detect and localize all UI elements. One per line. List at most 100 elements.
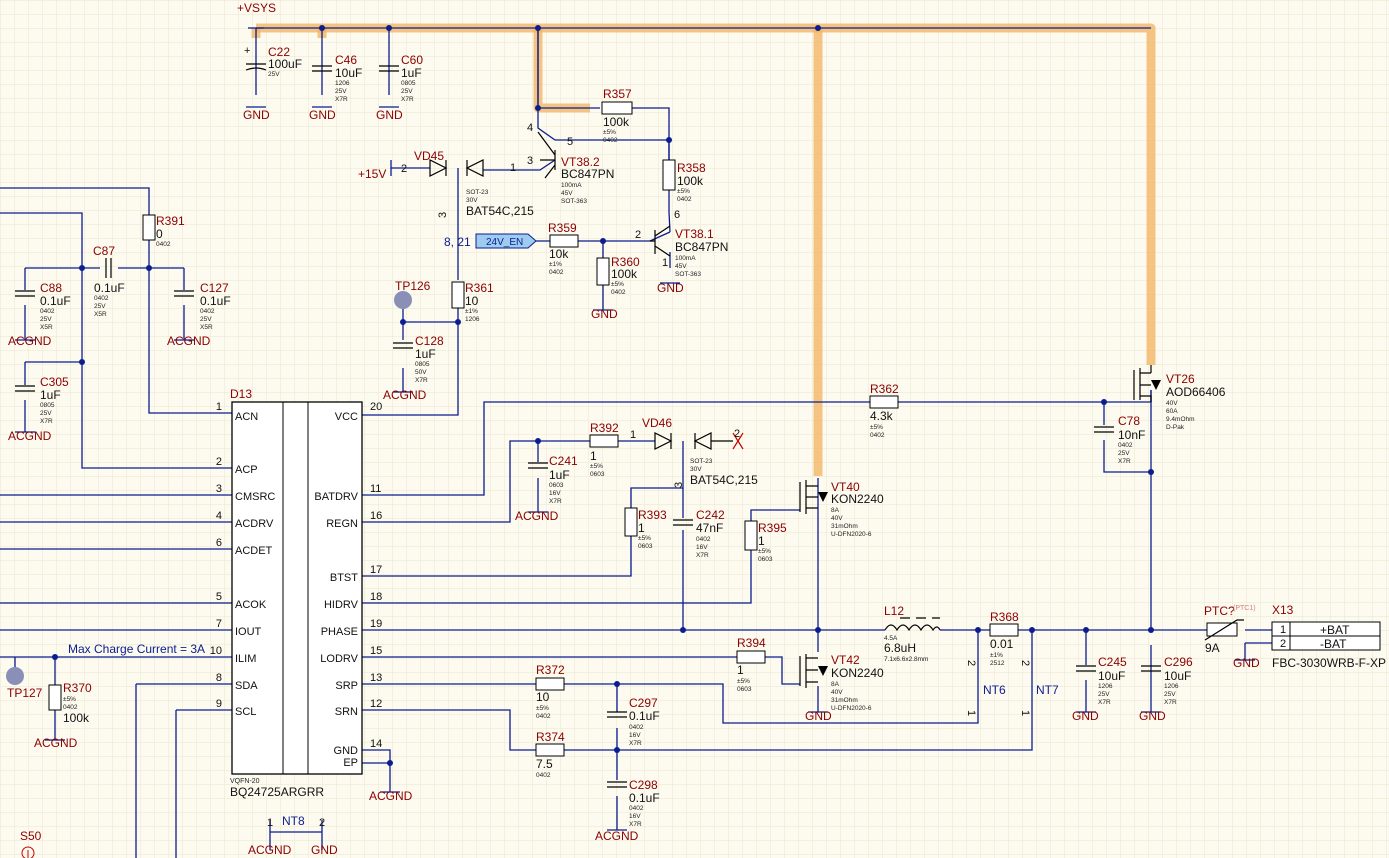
svg-text:0402: 0402 [603, 137, 618, 144]
svg-text:R391: R391 [156, 214, 185, 228]
svg-text:KON2240: KON2240 [831, 492, 884, 506]
switch-s50[interactable]: S50 [20, 829, 42, 858]
svg-text:C241: C241 [549, 454, 578, 468]
net-tie-nt7[interactable]: 2 1 NT7 [1019, 660, 1059, 716]
resistor-r358[interactable]: R358 100k ±5% 0402 6 [662, 159, 706, 221]
svg-text:PHASE: PHASE [321, 626, 358, 638]
svg-text:16V: 16V [549, 490, 561, 497]
mosfet-vt40[interactable]: VT40 KON2240 8A 40V 31mOhm U-DFN2020-6 [799, 480, 884, 538]
cap-c298[interactable]: C298 0.1uF 0402 16V X7R [607, 778, 660, 828]
svg-text:25V: 25V [40, 410, 52, 417]
svg-text:+: + [244, 45, 250, 57]
cap-c60[interactable]: C60 1uF 0805 25V X7R [379, 53, 423, 103]
cap-c305[interactable]: C305 1uF 0805 25V X7R [15, 375, 69, 425]
svg-text:0.01: 0.01 [990, 637, 1014, 651]
svg-text:X13: X13 [1272, 603, 1294, 617]
cap-c46[interactable]: C46 10uF 1206 25V X7R [312, 53, 362, 103]
mosfet-vt42[interactable]: VT42 KON2240 8A 40V 31mOhm U-DFN2020-6 [799, 653, 884, 712]
transistor-vt38-2[interactable]: 4 5 3 1 VT38.2 BC847PN 100mA 45V SOT-363 [510, 122, 614, 205]
svg-text:TP127: TP127 [7, 686, 43, 700]
svg-text:SOT-363: SOT-363 [675, 271, 701, 278]
net-tie-nt6[interactable]: 2 1 NT6 [965, 660, 1006, 716]
svg-text:C88: C88 [40, 281, 62, 295]
net-port-24v-en[interactable]: 24V_EN 8, 21 [444, 233, 537, 249]
resistor-r370[interactable]: R370 ±5% 0402 100k [48, 681, 92, 725]
svg-text:0402: 0402 [1118, 442, 1133, 449]
transistor-vt38-1[interactable]: 2 1 VT38.1 BC847PN 100mA 45V SOT-363 [635, 225, 728, 278]
cap-c296[interactable]: C296 10uF 1206 25V X7R [1141, 655, 1193, 706]
svg-text:C297: C297 [629, 696, 658, 710]
svg-text:0402: 0402 [200, 308, 215, 315]
resistor-r372[interactable]: R372 10 ±5% 0402 [535, 663, 565, 720]
resistor-r392[interactable]: R392 1 ±5% 0603 [589, 421, 619, 478]
svg-text:0402: 0402 [536, 772, 551, 779]
svg-text:0603: 0603 [638, 543, 653, 550]
svg-text:X7R: X7R [1118, 458, 1131, 465]
testpoint-tp126[interactable]: TP126 [394, 279, 431, 322]
svg-text:20: 20 [370, 401, 382, 413]
svg-text:0603: 0603 [590, 471, 605, 478]
cap-c242[interactable]: C242 47nF 0402 16V X7R [673, 508, 725, 559]
diode-vd46[interactable]: 1 2 3 VD46 SOT-23 30V BAT54C,215 [630, 416, 758, 488]
svg-text:2: 2 [401, 163, 407, 175]
svg-text:ACOK: ACOK [235, 599, 267, 611]
resistor-r360[interactable]: R360 100k ±5% 0402 [596, 255, 640, 296]
cap-c297[interactable]: C297 0.1uF 0402 16V X7R [607, 696, 660, 747]
svg-text:BATDRV: BATDRV [314, 491, 358, 503]
resistor-r394[interactable]: R394 1 ±5% 0603 [736, 636, 766, 693]
mosfet-vt26[interactable]: VT26 AOD66406 40V 60A 9.4mOhm D-Pak [1133, 365, 1226, 431]
connector-x13[interactable]: X13 1 2 +BAT -BAT FBC-3030WRB-F-XP [1271, 603, 1386, 670]
svg-text:0402: 0402 [611, 289, 626, 296]
svg-text:ACN: ACN [235, 411, 258, 423]
ptc-fuse[interactable]: PTC? (PTC1) 9A [1204, 604, 1256, 655]
cap-c128[interactable]: C128 1uF 0805 50V X7R [393, 334, 444, 384]
cap-c78[interactable]: C78 10nF 0402 25V X7R [1094, 414, 1145, 465]
svg-text:ACGND: ACGND [34, 736, 78, 750]
resistor-r374[interactable]: R374 7.5 0402 [535, 730, 565, 779]
ic-package: VQFN-20 [230, 778, 260, 785]
cap-c88[interactable]: C88 0.1uF 0402 25V X5R [15, 281, 71, 331]
svg-text:7.1x6.6x2.8mm: 7.1x6.6x2.8mm [884, 656, 928, 663]
svg-text:3: 3 [673, 482, 685, 488]
cap-c245[interactable]: C245 10uF 1206 25V X7R [1076, 655, 1127, 706]
cap-c87[interactable]: C87 0.1uF 0402 25V X5R [93, 244, 125, 318]
cap-c127[interactable]: C127 0.1uF 0402 25V X5R [174, 281, 231, 331]
svg-text:5: 5 [567, 136, 573, 148]
svg-text:100mA: 100mA [561, 182, 582, 189]
power-symbols: +VSYS +15V GND GND GND ACGND ACGND ACGND… [8, 1, 1260, 857]
inductor-l12[interactable]: L12 4.5A 6.8uH 7.1x6.6x2.8mm [884, 604, 941, 663]
svg-text:IOUT: IOUT [235, 626, 262, 638]
svg-text:12: 12 [370, 698, 382, 710]
net-tie-nt8[interactable]: 1 2 NT8 [267, 814, 325, 829]
cap-c22[interactable]: + C22 100uF 25V [244, 45, 302, 78]
svg-text:10: 10 [536, 690, 550, 704]
resistor-r368[interactable]: R368 0.01 ±1% 2512 [989, 610, 1019, 667]
diode-vd45[interactable]: 2 3 VD45 SOT-23 30V BAT54C,215 [401, 149, 534, 218]
svg-text:7: 7 [216, 618, 222, 630]
resistor-r361[interactable]: R361 10 ±1% 1206 [451, 281, 494, 323]
svg-text:GND: GND [311, 843, 338, 857]
resistor-r393[interactable]: R393 1 ±5% 0603 [624, 507, 667, 550]
resistor-r395[interactable]: R395 1 ±5% 0603 [744, 520, 787, 563]
cap-c241[interactable]: C241 1uF 0603 16V X7R [528, 454, 578, 505]
svg-text:0402: 0402 [629, 724, 644, 731]
svg-text:1: 1 [1280, 624, 1286, 636]
svg-text:8A: 8A [831, 507, 840, 514]
svg-text:25V: 25V [200, 316, 212, 323]
resistor-r391[interactable]: R391 0 0402 [142, 214, 185, 248]
svg-text:1: 1 [737, 663, 744, 677]
svg-text:1: 1 [510, 162, 516, 174]
svg-text:VCC: VCC [335, 411, 358, 423]
svg-text:1206: 1206 [1098, 683, 1113, 690]
resistor-r362[interactable]: R362 4.3k ±5% 0402 [869, 382, 899, 439]
svg-text:25V: 25V [1164, 691, 1176, 698]
svg-text:AOD66406: AOD66406 [1166, 385, 1226, 399]
svg-text:1: 1 [638, 521, 645, 535]
testpoint-tp127[interactable]: TP127 [6, 657, 43, 700]
svg-text:X5R: X5R [200, 324, 213, 331]
svg-text:8: 8 [216, 672, 222, 684]
svg-text:ACDET: ACDET [235, 545, 273, 557]
resistor-r359[interactable]: R359 10k ±1% 0402 [548, 221, 579, 276]
resistor-r357[interactable]: R357 100k ±5% 0402 [601, 87, 633, 144]
